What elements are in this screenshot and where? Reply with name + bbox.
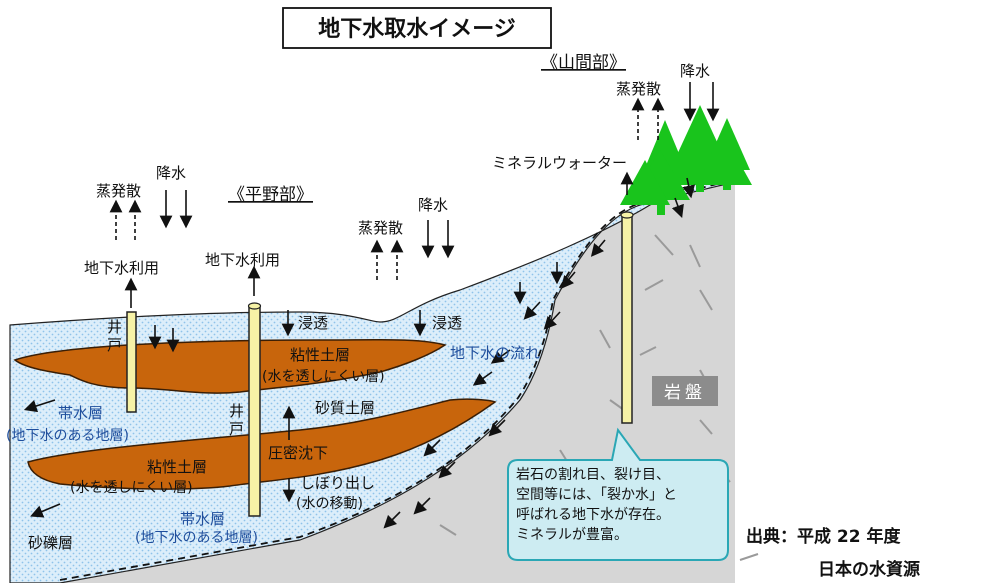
squeeze-label: しぼり出し <box>300 474 375 492</box>
callout-line-2: 空間等には、「裂か水」と <box>516 486 677 503</box>
clay-2-label: 粘性土層 <box>147 458 207 476</box>
source-line-2: 日本の水資源 <box>818 559 920 580</box>
evap-center-label: 蒸発散 <box>358 219 403 237</box>
squeeze-note: (水の移動) <box>296 496 363 512</box>
evap-left-label: 蒸発散 <box>96 182 141 200</box>
region-mountain: 《山間部》 <box>541 53 626 73</box>
subsidence-label: 圧密沈下 <box>268 444 328 462</box>
well-center-label-2: 戸 <box>229 420 244 438</box>
clay-2-note: (水を透しにくい層) <box>70 480 193 496</box>
sand-label: 砂質土層 <box>315 399 375 417</box>
aquifer-1-label: 帯水層 <box>58 404 103 422</box>
well-center <box>247 302 262 517</box>
precip-mountain-label: 降水 <box>680 62 710 80</box>
bedrock-label: 岩盤 <box>664 383 706 403</box>
page-title: 地下水取水イメージ <box>318 17 516 42</box>
well-left <box>126 311 137 413</box>
aquifer-2-note: (地下水のある地層) <box>135 530 258 546</box>
well-left-label-2: 戸 <box>107 336 122 354</box>
precip-left-label: 降水 <box>156 164 186 182</box>
clay-layer-lower <box>27 398 497 490</box>
well-center-label-1: 井 <box>229 402 244 420</box>
callout-line-1: 岩石の割れ目、裂け目、 <box>516 466 670 483</box>
gravel-label: 砂礫層 <box>28 534 73 552</box>
gw-flow-label: 地下水の流れ <box>450 344 540 362</box>
callout-line-4: ミネラルが豊富。 <box>516 526 628 543</box>
region-plain: 《平野部》 <box>228 185 313 205</box>
clay-1-note: (水を透しにくい層) <box>262 369 385 385</box>
clay-layer-upper <box>13 338 447 394</box>
aquifer-1-note: (地下水のある地層) <box>6 428 129 444</box>
gw-use-left-label: 地下水利用 <box>84 259 159 277</box>
well-left-label-1: 井 <box>107 318 122 336</box>
well-mountain <box>620 211 634 424</box>
flow-arrows <box>23 82 720 529</box>
aquifer-2-label: 帯水層 <box>180 510 225 528</box>
source-line-1: 出典：平成 22 年度 <box>746 526 901 547</box>
precip-center-label: 降水 <box>418 196 448 214</box>
evap-mountain-label: 蒸発散 <box>616 80 661 98</box>
title-box <box>282 7 552 49</box>
gw-use-center-label: 地下水利用 <box>205 251 280 269</box>
callout-line-3: 呼ばれる地下水が存在。 <box>516 507 670 523</box>
callout-bubble <box>507 427 729 561</box>
mineral-water-label: ミネラルウォーター <box>492 154 627 172</box>
bedrock-label-box <box>652 376 718 406</box>
tree-icons <box>620 105 752 215</box>
seep-label-2: 浸透 <box>432 314 462 332</box>
clay-1-label: 粘性土層 <box>290 346 350 364</box>
seep-label-1: 浸透 <box>298 314 328 332</box>
